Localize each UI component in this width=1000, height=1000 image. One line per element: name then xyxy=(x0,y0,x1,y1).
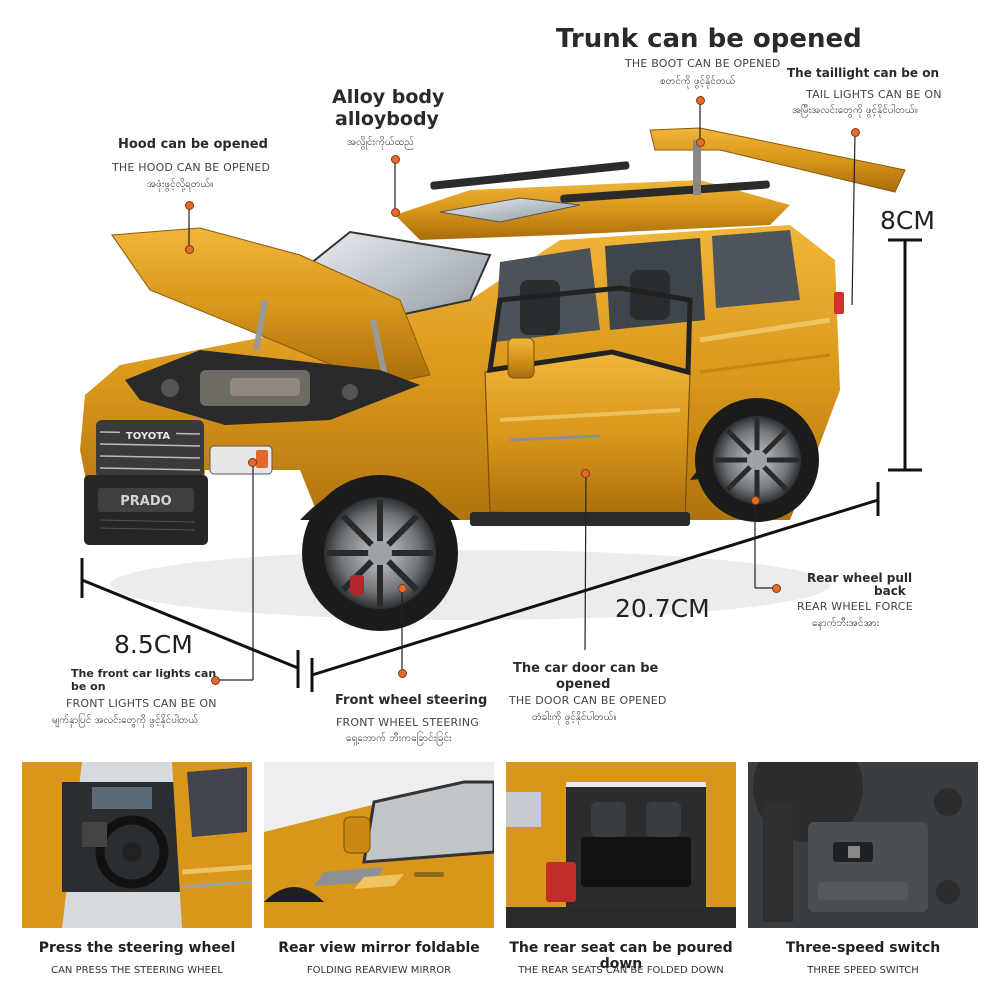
rear-wheel-callout-dot xyxy=(772,584,781,593)
thumbnail-1-title: Press the steering wheel xyxy=(38,940,236,956)
thumbnail-three-speed-switch xyxy=(748,762,978,928)
height-dimension-label: 8CM xyxy=(880,206,935,235)
taillight-title: The taillight can be on xyxy=(787,66,940,80)
trunk-sub: THE BOOT CAN BE OPENED xyxy=(625,57,781,70)
taillight-my: အမြီးအလင်းတွေကို ဖွင့်နိုင်ပါတယ်။ xyxy=(792,105,918,116)
trunk-callout-dot xyxy=(696,96,705,105)
front-wheel-my: ရှေ့ဘောက် ဘီးကခြောင်းခြင်း xyxy=(346,733,452,744)
alloy-anchor-dot xyxy=(391,208,400,217)
thumbnail-2-title: Rear view mirror foldable xyxy=(278,940,480,956)
thumbnail-3-title: The rear seat can be poured down xyxy=(509,940,733,972)
door-sub: THE DOOR CAN BE OPENED xyxy=(509,694,667,707)
hood-callout-dot xyxy=(185,201,194,210)
front-wheel-sub: FRONT WHEEL STEERING xyxy=(336,716,479,729)
thumbnail-3-sub: THE REAR SEATS CAN BE FOLDED DOWN xyxy=(518,965,724,976)
license-plate: PRADO xyxy=(120,494,171,509)
taillight-callout-dot xyxy=(851,128,860,137)
front-lights-title-1: The front car lights can xyxy=(71,667,217,680)
front-lights-my: မျက်နှာပြင် အလင်းတွေကို ဖွင့်နိုင်ပါတယ် xyxy=(52,715,199,726)
thumbnail-2-sub: FOLDING REARVIEW MIRROR xyxy=(306,965,452,976)
rear-wheel-anchor-dot xyxy=(751,496,760,505)
alloy-callout-dot xyxy=(391,155,400,164)
door-title-1: The car door can be xyxy=(513,661,659,676)
grille-badge: TOYOTA xyxy=(126,431,170,442)
front-lights-callout-dot xyxy=(211,676,220,685)
thumbnail-steering-wheel xyxy=(22,762,252,928)
front-wheel-callout-dot xyxy=(398,669,407,678)
taillight-sub: TAIL LIGHTS CAN BE ON xyxy=(806,88,942,101)
length-dimension-label: 20.7CM xyxy=(615,594,710,623)
width-dimension-label: 8.5CM xyxy=(114,630,193,659)
door-title-2: opened xyxy=(556,677,611,692)
front-lights-sub: FRONT LIGHTS CAN BE ON xyxy=(66,697,217,710)
rear-wheel-sub: REAR WHEEL FORCE xyxy=(797,600,913,613)
door-anchor-dot xyxy=(581,469,590,478)
front-lights-title-2: be on xyxy=(71,680,106,693)
thumbnail-1-sub: CAN PRESS THE STEERING WHEEL xyxy=(51,965,223,976)
thumbnail-rear-seats xyxy=(506,762,736,928)
thumbnail-4-title: Three-speed switch xyxy=(785,940,941,956)
alloy-my: အလွိုင်းကိုယ်ထည် xyxy=(347,137,414,148)
front-wheel-title: Front wheel steering xyxy=(335,693,488,708)
alloy-title-1: Alloy body xyxy=(332,86,445,108)
rear-wheel-title-1: Rear wheel pull xyxy=(807,571,913,585)
trunk-my: စတင်ကို ဖွင့်နိုင်တယ် xyxy=(660,76,736,87)
rear-wheel-title-2: back xyxy=(874,584,906,598)
alloy-title-2: alloybody xyxy=(335,108,439,130)
front-wheel-anchor-dot xyxy=(398,584,407,593)
hood-my: အဖုံးဖွင့်လို့ရတယ်။ xyxy=(147,179,214,190)
trunk-anchor-dot xyxy=(696,138,705,147)
hood-anchor-dot xyxy=(185,245,194,254)
thumbnail-rearview-mirror xyxy=(264,762,494,928)
hood-title: Hood can be opened xyxy=(118,137,268,152)
door-my: တံခါးကို ဖွင့်နိုင်ပါတယ်။ xyxy=(532,712,617,723)
thumbnail-4-sub: THREE SPEED SWITCH xyxy=(807,965,919,976)
trunk-title: Trunk can be opened xyxy=(556,24,862,54)
car-illustration: TOYOTA PRADO xyxy=(80,100,922,692)
hood-sub: THE HOOD CAN BE OPENED xyxy=(112,161,271,174)
front-lights-anchor-dot xyxy=(248,458,257,467)
rear-wheel-my: နောက်ဘီးအင်အား xyxy=(812,618,880,629)
